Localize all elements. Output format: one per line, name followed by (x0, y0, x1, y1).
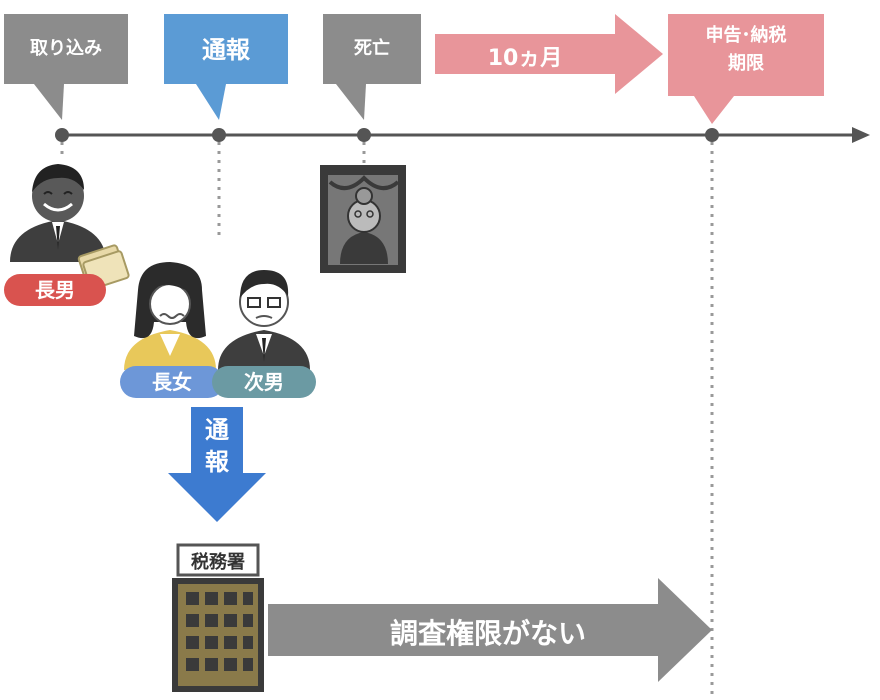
callout-tsuho (164, 14, 288, 120)
eldest-daughter-figure (124, 262, 216, 370)
timeline-point-torikomi (55, 128, 69, 142)
period-arrow-label: 10ヵ月 (487, 46, 563, 71)
building-windows (186, 592, 253, 671)
timeline-point-death (357, 128, 371, 142)
eldest-son-pill: 長男 (4, 274, 106, 306)
callout-torikomi (4, 14, 128, 120)
timeline-point-deadline (705, 128, 719, 142)
timeline-point-tsuho (212, 128, 226, 142)
callout-death (323, 14, 421, 120)
report-arrow-label: 通 報 (205, 416, 229, 476)
eldest-daughter-pill: 長女 (120, 366, 224, 398)
timeline-arrowhead (852, 127, 870, 143)
deceased-portrait-icon (320, 165, 406, 273)
report-arrow (168, 407, 266, 522)
callout-torikomi-label: 取り込み (30, 38, 102, 59)
callout-tsuho-label: 通報 (202, 36, 250, 64)
period-arrow (435, 14, 663, 94)
no-authority-arrow (268, 578, 712, 682)
second-son-figure (218, 270, 310, 370)
tax-office-sign: 税務署 (191, 552, 245, 573)
callout-death-label: 死亡 (354, 38, 390, 59)
callout-deadline (668, 14, 824, 124)
callout-deadline-label: 申告･納税 期限 (705, 25, 787, 74)
second-son-pill: 次男 (212, 366, 316, 398)
no-authority-label: 調査権限がない (389, 617, 586, 650)
eldest-son-figure (10, 164, 130, 290)
